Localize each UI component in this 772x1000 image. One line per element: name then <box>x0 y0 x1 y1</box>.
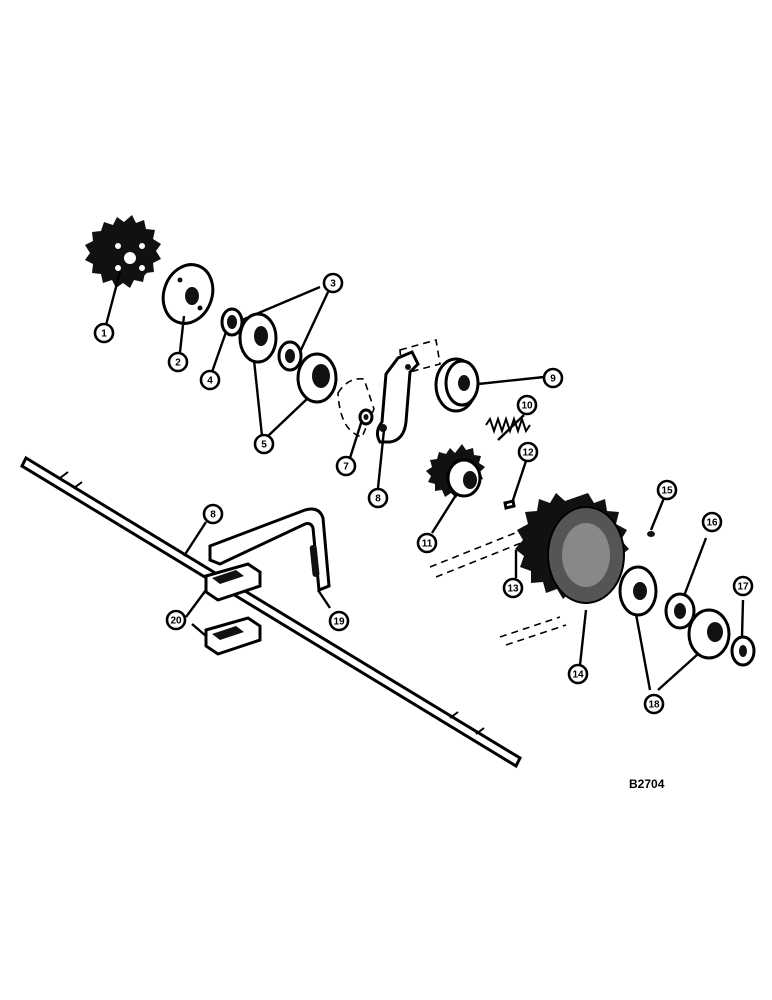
callout-9: 9 <box>542 367 564 389</box>
callout-17: 17 <box>732 575 754 597</box>
callout-18: 18 <box>643 693 665 715</box>
part-12-key <box>503 499 516 510</box>
callout-5: 5 <box>253 433 275 455</box>
part-13-chain <box>429 518 567 646</box>
svg-text:8: 8 <box>210 510 216 521</box>
svg-text:18: 18 <box>648 700 660 711</box>
callout-8-arm: 8 <box>367 487 389 509</box>
part-14-large-sprocket <box>515 493 629 604</box>
part-9-idler-pulley <box>434 357 480 413</box>
svg-text:3: 3 <box>330 279 336 290</box>
callout-2: 2 <box>167 351 189 373</box>
svg-text:15: 15 <box>661 486 673 497</box>
part-5-washer-b <box>296 352 338 404</box>
callout-1: 1 <box>93 322 115 344</box>
main-shaft <box>20 455 522 769</box>
callout-13: 13 <box>502 577 524 599</box>
svg-text:14: 14 <box>572 670 584 681</box>
svg-text:9: 9 <box>550 374 556 385</box>
svg-text:13: 13 <box>507 584 519 595</box>
svg-text:2: 2 <box>175 358 181 369</box>
part-3-bearing-b <box>277 340 303 372</box>
svg-text:11: 11 <box>422 539 433 550</box>
part-17-nut <box>730 635 756 667</box>
callout-7: 7 <box>335 455 357 477</box>
part-10-spring <box>485 415 531 435</box>
part-5-washer-a <box>238 312 278 364</box>
svg-text:5: 5 <box>261 440 267 451</box>
svg-text:1: 1 <box>101 329 107 340</box>
callout-10: 10 <box>516 394 538 416</box>
leader-lines <box>104 271 745 691</box>
callout-14: 14 <box>567 663 589 685</box>
svg-text:10: 10 <box>521 401 533 412</box>
part-18-washer-b <box>687 608 731 660</box>
part-18-washer-a <box>618 565 658 617</box>
drawing-code: B2704 <box>629 777 665 791</box>
callout-20: 20 <box>165 609 187 631</box>
part-4-bearing <box>220 307 244 337</box>
svg-text:12: 12 <box>522 448 534 459</box>
svg-text:17: 17 <box>737 582 749 593</box>
callout-12: 12 <box>517 441 539 463</box>
callout-19: 19 <box>328 610 350 632</box>
part-15-nut <box>647 531 655 537</box>
part-11-small-sprocket <box>426 444 485 498</box>
svg-text:16: 16 <box>706 518 718 529</box>
callout-16: 16 <box>701 511 723 533</box>
part-1-sprocket <box>85 215 161 288</box>
callout-8-shaft: 8 <box>202 503 224 525</box>
part-16-bearing <box>664 592 696 630</box>
part-19-bracket <box>208 507 331 593</box>
svg-text:20: 20 <box>170 616 182 627</box>
callout-11: 11 <box>416 532 438 554</box>
callout-3: 3 <box>322 272 344 294</box>
svg-text:8: 8 <box>375 494 381 505</box>
part-2-flange-plate <box>161 263 215 325</box>
svg-text:19: 19 <box>333 617 345 628</box>
svg-text:4: 4 <box>207 376 213 387</box>
part-20-clamp-block-lower <box>204 616 262 656</box>
svg-text:7: 7 <box>343 462 349 473</box>
callout-4: 4 <box>199 369 221 391</box>
part-8-idler-arm <box>337 338 441 444</box>
callout-15: 15 <box>656 479 678 501</box>
